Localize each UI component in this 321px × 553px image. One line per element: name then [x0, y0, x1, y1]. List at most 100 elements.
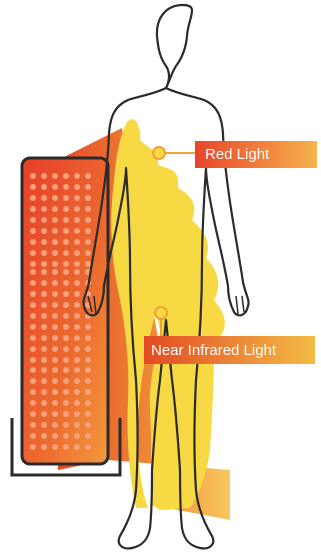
led-dot — [52, 173, 58, 179]
led-dot — [63, 184, 69, 190]
led-dot — [30, 291, 36, 297]
led-dot — [74, 367, 80, 373]
led-dot — [41, 228, 47, 234]
led-dot — [41, 195, 47, 201]
led-dot — [30, 367, 36, 373]
led-dot — [63, 313, 69, 319]
led-dot — [74, 195, 80, 201]
led-dot — [74, 324, 80, 330]
led-dot — [41, 378, 47, 384]
led-dot — [85, 324, 91, 330]
led-dot — [41, 411, 47, 417]
led-dot — [63, 400, 69, 406]
led-dot — [41, 357, 47, 363]
led-dot — [52, 357, 58, 363]
led-dot — [30, 173, 36, 179]
led-dot — [52, 184, 58, 190]
led-dot — [85, 250, 91, 256]
led-dot — [41, 280, 47, 286]
led-dot — [74, 444, 80, 450]
led-dot — [63, 173, 69, 179]
led-dot — [30, 250, 36, 256]
led-dot — [85, 239, 91, 245]
led-dot — [85, 261, 91, 267]
led-dot — [41, 400, 47, 406]
led-dot — [63, 335, 69, 341]
red-light-therapy-panel-icon — [12, 158, 120, 475]
led-dot — [30, 217, 36, 223]
led-dot — [30, 280, 36, 286]
led-dot — [74, 250, 80, 256]
led-dot — [52, 280, 58, 286]
led-dot — [52, 367, 58, 373]
led-dot — [63, 389, 69, 395]
led-dot — [85, 433, 91, 439]
led-dot — [30, 411, 36, 417]
led-dot — [30, 335, 36, 341]
led-dot — [63, 261, 69, 267]
near-infrared-light-label: Near Infrared Light — [144, 336, 315, 364]
led-dot — [30, 400, 36, 406]
led-dot — [52, 302, 58, 308]
led-dot — [52, 269, 58, 275]
led-dot — [41, 184, 47, 190]
led-dot — [30, 378, 36, 384]
led-dot — [30, 239, 36, 245]
led-dot — [41, 324, 47, 330]
led-dot — [85, 378, 91, 384]
led-dot — [74, 269, 80, 275]
led-dot — [74, 433, 80, 439]
led-dot — [63, 324, 69, 330]
led-dot — [52, 261, 58, 267]
led-dot — [52, 239, 58, 245]
led-dot — [30, 389, 36, 395]
led-dot — [63, 422, 69, 428]
led-dot — [74, 217, 80, 223]
led-dot — [85, 367, 91, 373]
led-dot — [52, 291, 58, 297]
led-dot — [74, 302, 80, 308]
led-dot — [74, 206, 80, 212]
led-dot — [30, 195, 36, 201]
led-dot — [30, 346, 36, 352]
led-dot — [41, 261, 47, 267]
led-dot — [41, 217, 47, 223]
led-dot — [85, 422, 91, 428]
led-dot — [30, 206, 36, 212]
led-dot — [52, 378, 58, 384]
led-dot — [30, 357, 36, 363]
led-dot — [52, 195, 58, 201]
led-dot — [30, 269, 36, 275]
led-dot — [63, 433, 69, 439]
red-light-label: Red Light — [195, 142, 317, 167]
led-dot — [41, 444, 47, 450]
led-dot — [74, 422, 80, 428]
led-dot — [85, 217, 91, 223]
led-dot — [63, 195, 69, 201]
led-dot — [63, 228, 69, 234]
led-dot — [41, 313, 47, 319]
led-dot — [63, 280, 69, 286]
led-dot — [85, 173, 91, 179]
led-dot — [52, 389, 58, 395]
led-dot — [52, 217, 58, 223]
led-dot — [74, 346, 80, 352]
led-dot — [85, 195, 91, 201]
led-dot — [52, 411, 58, 417]
led-dot — [74, 261, 80, 267]
led-dot — [30, 422, 36, 428]
led-dot — [85, 411, 91, 417]
led-dot — [74, 173, 80, 179]
led-dot — [30, 444, 36, 450]
led-dot — [41, 250, 47, 256]
led-dot — [52, 228, 58, 234]
led-dot — [52, 346, 58, 352]
led-dot — [41, 422, 47, 428]
led-dot — [52, 335, 58, 341]
led-dot — [30, 324, 36, 330]
led-dot — [52, 400, 58, 406]
led-dot — [63, 346, 69, 352]
led-dot — [63, 302, 69, 308]
led-dot — [74, 228, 80, 234]
